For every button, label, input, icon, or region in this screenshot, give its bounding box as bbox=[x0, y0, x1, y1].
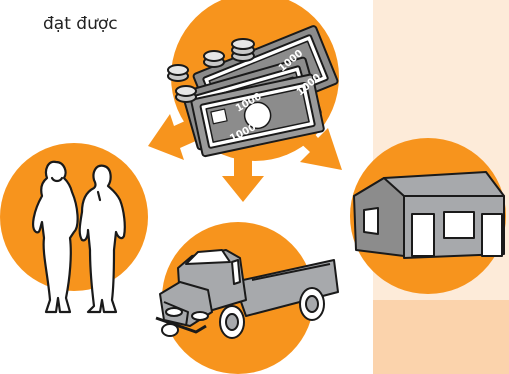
panel-lower bbox=[373, 300, 509, 374]
truck-icon bbox=[155, 249, 339, 339]
money-icon: 1000 1000 1000 1000 bbox=[167, 25, 339, 158]
people-icon bbox=[32, 160, 126, 314]
panel-text: đạt được bbox=[43, 14, 118, 34]
house-icon bbox=[353, 171, 505, 259]
arrow-down-icon bbox=[222, 150, 264, 202]
